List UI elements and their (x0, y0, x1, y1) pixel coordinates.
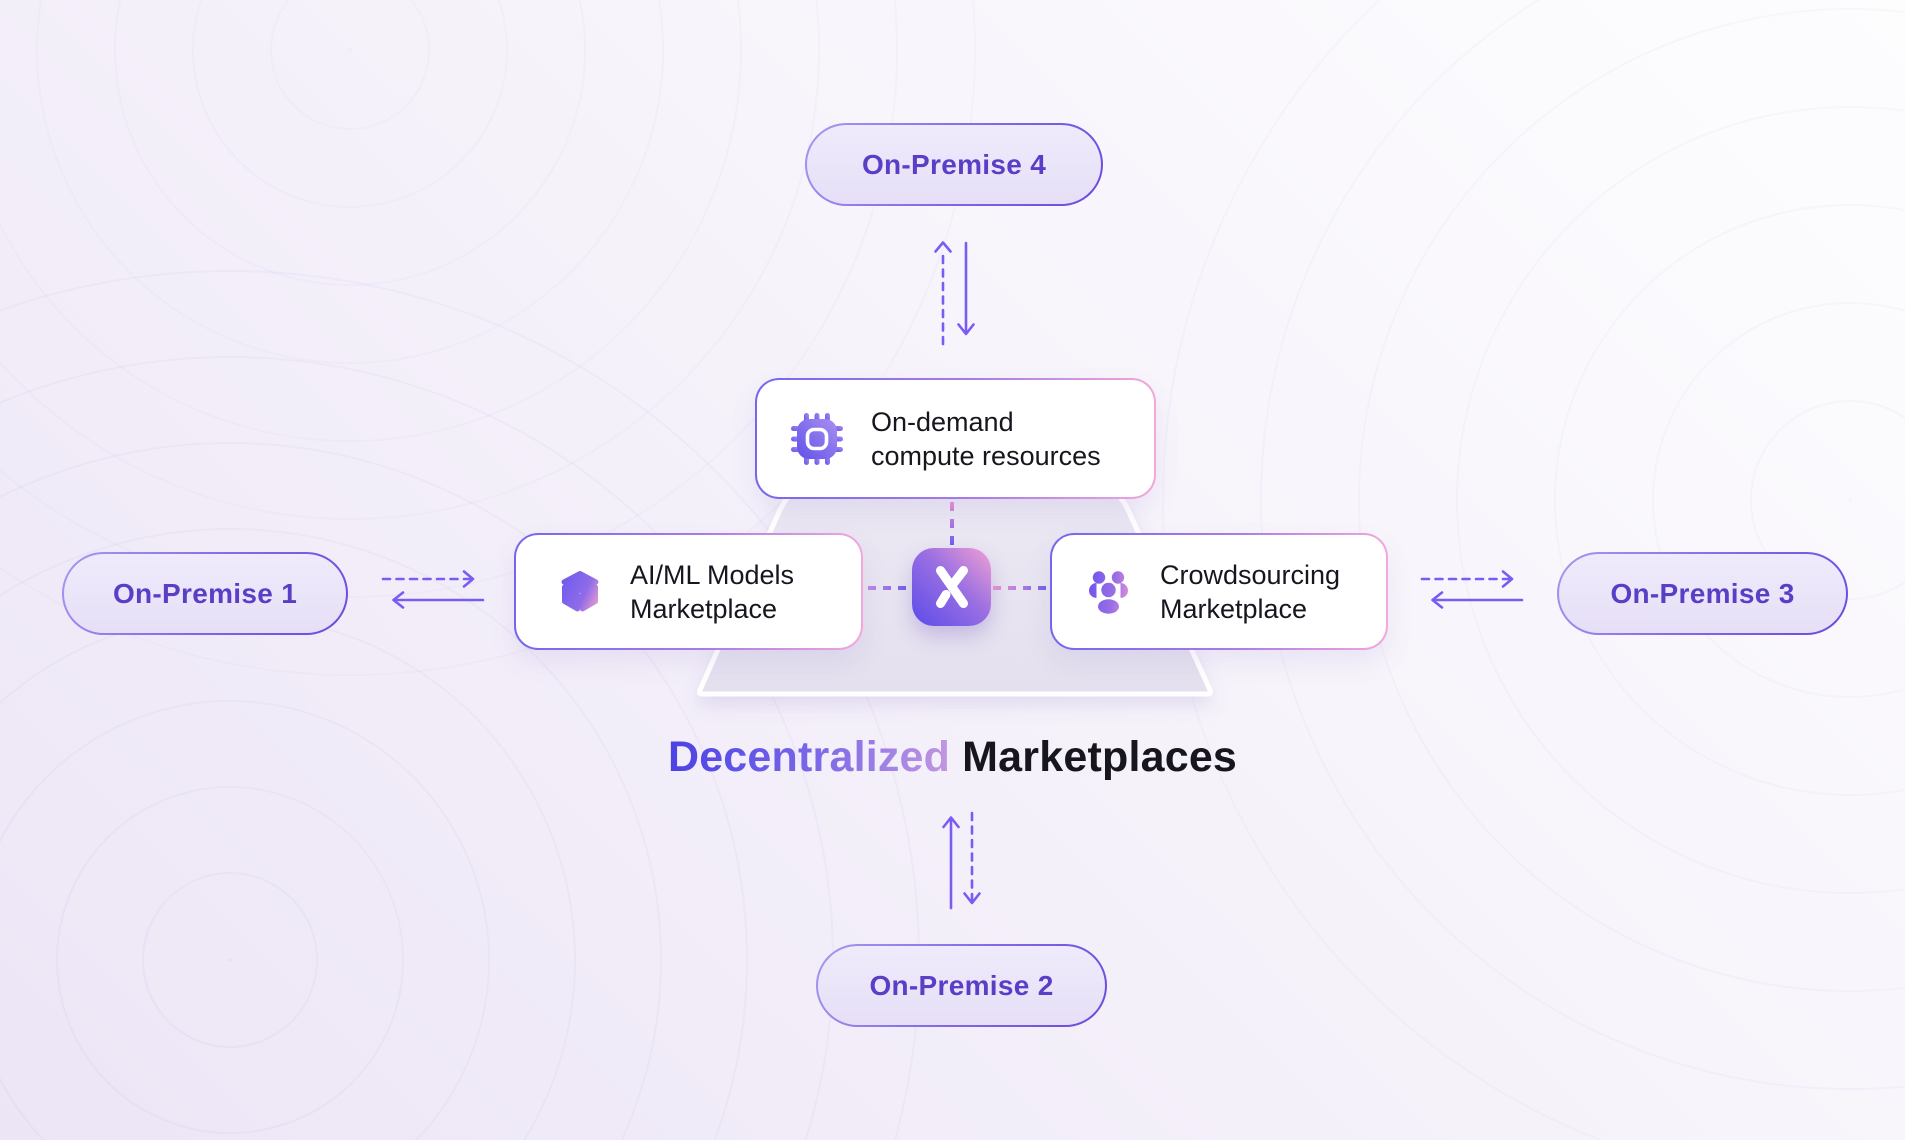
arrow-up-solid-bottom (942, 816, 960, 910)
node-on-premise-3: On-Premise 3 (1557, 552, 1848, 635)
node-on-premise-2: On-Premise 2 (816, 944, 1107, 1027)
arrow-left-solid-left (392, 591, 485, 609)
x-logo-icon (935, 566, 968, 608)
node-label-line2: Marketplace (630, 593, 778, 624)
people-icon (1084, 569, 1134, 615)
arrow-down-dashed-bottom (963, 811, 981, 905)
node-label: On-Premise 3 (1610, 577, 1795, 609)
node-label: On-Premise 2 (869, 969, 1054, 1001)
arrow-right-dashed-right (1420, 570, 1514, 588)
arrow-down-solid-top (957, 241, 975, 336)
node-label-line2: Marketplace (1160, 593, 1308, 624)
cube-icon (556, 568, 604, 616)
arrow-right-dashed-left (381, 570, 475, 588)
title-rest: Marketplaces (962, 733, 1238, 781)
node-on-demand-compute: On-demand compute resources (755, 378, 1156, 499)
arrow-up-dashed-top (934, 241, 952, 346)
node-ai-ml-marketplace: AI/ML Models Marketplace (514, 533, 863, 650)
chip-icon (789, 411, 845, 467)
node-label-line1: AI/ML Models (630, 559, 795, 590)
node-on-premise-4: On-Premise 4 (805, 123, 1103, 206)
node-label: On-Premise 4 (861, 148, 1047, 180)
arrow-left-solid-right (1431, 591, 1524, 609)
node-on-premise-1: On-Premise 1 (62, 552, 348, 635)
x-logo-badge (912, 548, 991, 626)
title-highlight: Decentralized (667, 733, 951, 781)
node-label-line2: compute resources (871, 440, 1101, 471)
node-label-line1: Crowdsourcing (1160, 559, 1341, 590)
node-crowdsourcing-marketplace: Crowdsourcing Marketplace (1050, 533, 1388, 650)
node-label-line1: On-demand (871, 406, 1014, 437)
node-label: On-Premise 1 (112, 577, 298, 609)
